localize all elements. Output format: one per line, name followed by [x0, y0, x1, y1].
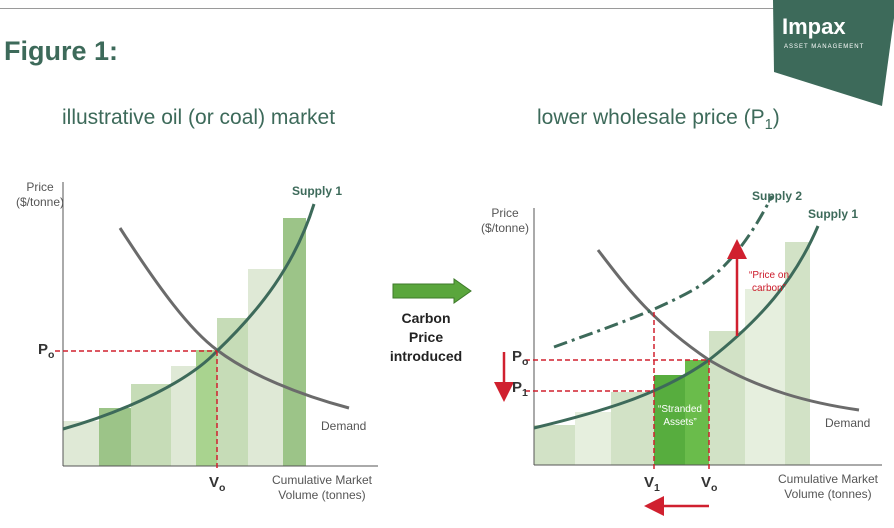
right-bar-6: [709, 331, 745, 465]
left-bar-4: [171, 366, 196, 466]
logo-subtitle: ASSET MANAGEMENT: [784, 44, 865, 50]
right-panel-title: lower wholesale price (P1): [537, 106, 780, 133]
left-p0-label: Po: [38, 341, 54, 361]
price-on-carbon-note: “Price on carbon”: [748, 270, 789, 294]
right-v1-sub: 1: [654, 482, 660, 494]
left-bar-5: [196, 350, 217, 466]
left-bar-6: [217, 318, 248, 466]
right-title-sub: 1: [764, 117, 773, 134]
left-bar-2: [99, 408, 131, 466]
right-p0-text: P: [512, 348, 523, 365]
right-p0-sub: o: [522, 356, 529, 368]
right-supply2-label: Supply 2: [752, 189, 803, 203]
right-title-text: lower wholesale price (P: [537, 106, 765, 129]
left-axes: [62, 182, 378, 467]
right-bar-5: [685, 360, 709, 465]
right-p1-text: P: [512, 379, 523, 396]
right-bar-1: [534, 425, 575, 465]
right-v0-label: Vo: [701, 474, 717, 494]
right-v1-text: V: [644, 474, 655, 491]
carbon-price-arrow: [392, 278, 472, 304]
left-bar-7: [248, 269, 283, 466]
stranded-assets-note: “Stranded Assets”: [658, 404, 702, 428]
top-rule: [0, 8, 790, 9]
left-y-axis-label: Price ($/tonne): [15, 180, 65, 209]
left-demand-label: Demand: [321, 419, 367, 433]
left-v0-text: V: [209, 474, 220, 491]
right-demand-label: Demand: [825, 416, 871, 430]
left-bar-3: [131, 384, 171, 466]
logo-badge: [773, 0, 894, 106]
right-bar-2: [575, 412, 611, 465]
left-supply-bars: [63, 218, 306, 466]
right-supply1-label: Supply 1: [808, 207, 859, 221]
left-panel-title: illustrative oil (or coal) market: [62, 106, 336, 129]
left-p0-text: P: [38, 341, 49, 358]
right-v1-label: V1: [644, 474, 660, 494]
right-p1-sub: 1: [522, 387, 528, 399]
right-v0-sub: o: [711, 482, 718, 494]
right-axes: [533, 208, 882, 466]
right-p0-label: Po: [512, 348, 528, 368]
right-x-axis-label: Cumulative Market Volume (tonnes): [777, 472, 879, 501]
left-x-axis-label: Cumulative Market Volume (tonnes): [271, 473, 373, 502]
left-p0-sub: o: [48, 349, 55, 361]
left-v0-sub: o: [219, 482, 226, 494]
left-bar-8: [283, 218, 306, 466]
figure-title: Figure 1:: [4, 36, 119, 66]
carbon-price-introduced-label: Carbon Price introduced: [389, 310, 463, 364]
right-y-axis-label: Price ($/tonne): [480, 206, 530, 235]
right-v0-text: V: [701, 474, 712, 491]
right-p1-label: P1: [512, 379, 528, 399]
left-supply-label: Supply 1: [292, 184, 343, 198]
left-v0-label: Vo: [209, 474, 225, 494]
right-title-end: ): [772, 106, 780, 129]
right-bar-7: [745, 289, 785, 465]
logo-name: Impax: [782, 14, 846, 39]
